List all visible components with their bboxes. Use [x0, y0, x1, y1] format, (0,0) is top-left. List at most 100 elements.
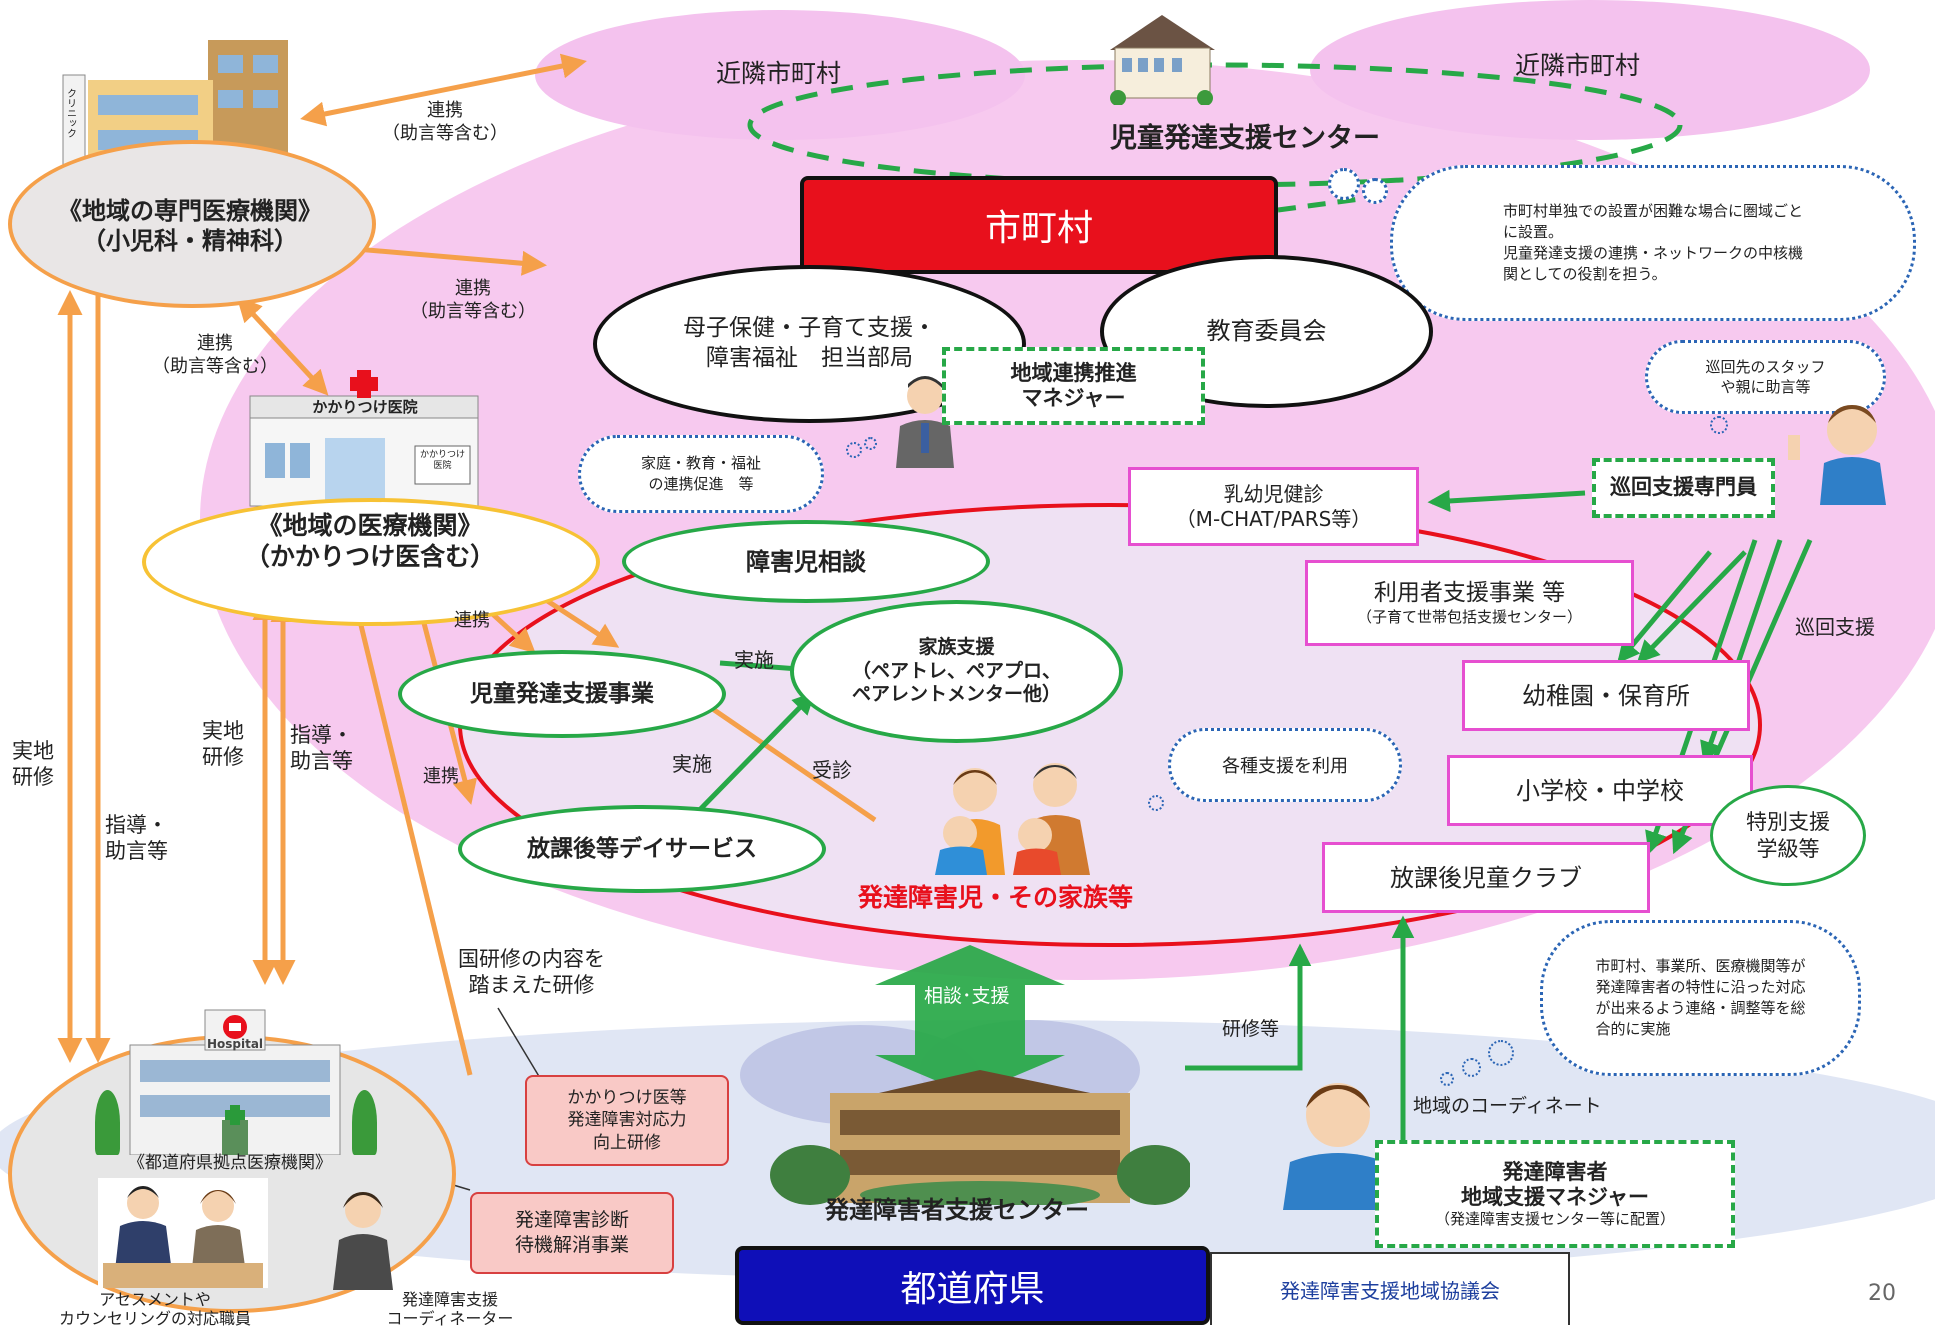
thought-dot: [1488, 1040, 1514, 1066]
various-support-text: 各種支援を利用: [1222, 756, 1348, 777]
link-label-4: 連携: [454, 610, 490, 631]
link-label-1: 連携 （助言等含む）: [382, 100, 508, 144]
council-box: 発達障害支援地域協議会: [1210, 1252, 1570, 1325]
guidance-left-label: 指導・ 助言等: [105, 813, 168, 864]
maternal-dept-label: 母子保健・子育て支援・ 障害福祉 担当部局: [683, 315, 936, 371]
support-center-building-icon: [770, 1065, 1193, 1209]
thought-dot: [1328, 168, 1360, 200]
local-medical-title: 《地域の医療機関》 （かかりつけ医含む）: [244, 511, 496, 572]
thought-bubble-patrol: 巡回先のスタッフ や親に助言等: [1645, 340, 1886, 414]
local-clinic-sign: かかりつけ医院: [312, 398, 418, 416]
thought-bubble-various-support: 各種支援を利用: [1168, 728, 1402, 802]
user-support-label: 利用者支援事業 等: [1373, 580, 1566, 607]
hospital-building-icon: [110, 1005, 360, 1156]
link-label-5: 連携: [423, 766, 459, 787]
impl-label-2: 実施: [672, 752, 712, 776]
center-role-text: 市町村単独での設置が困難な場合に圏域ごと に設置。 児童発達支援の連携・ネットワ…: [1502, 202, 1803, 283]
thought-dot: [846, 442, 862, 458]
thought-dot: [864, 437, 877, 450]
patrol-person-icon: [1780, 395, 1895, 505]
health-check-box: 乳幼児健診 （M-CHAT/PARS等）: [1128, 467, 1419, 546]
family-illustration: [905, 755, 1155, 875]
thought-bubble-center-role: 市町村単独での設置が困難な場合に圏域ごと に設置。 児童発達支援の連携・ネットワ…: [1390, 165, 1916, 321]
manager-person-icon: [888, 368, 963, 468]
user-support-sub: （子育て世帯包括支援センター）: [1356, 608, 1582, 626]
local-medical-ellipse: [142, 498, 600, 626]
user-support-box: 利用者支援事業 等 （子育て世帯包括支援センター）: [1305, 560, 1634, 646]
local-clinic-small-sign: かかりつけ 医院: [419, 450, 466, 472]
family-edu-text: 家庭・教育・福祉 の連携促進 等: [640, 454, 761, 493]
child-dev-service-ellipse: 児童発達支援事業: [398, 650, 726, 738]
consult-support-arrow: [875, 945, 1065, 1095]
pref-medical-title: 《都道府県拠点医療機関》: [128, 1153, 332, 1173]
support-center-title: 発達障害者支援センター: [825, 1196, 1089, 1224]
neighbor-right-label: 近隣市町村: [1515, 51, 1641, 80]
coordinator-label: 発達障害支援 コーディネーター: [386, 1290, 514, 1328]
clinic-sign: クリニック: [64, 88, 76, 138]
thought-dot: [1710, 416, 1728, 434]
target-label: 発達障害児・その家族等: [858, 883, 1134, 912]
consultation-label: 障害児相談: [746, 547, 866, 576]
neighbor-left-label: 近隣市町村: [716, 59, 842, 88]
after-school-club-label: 放課後児童クラブ: [1390, 863, 1582, 892]
guidance-mid-label: 指導・ 助言等: [290, 723, 353, 774]
tree-icon: [95, 1090, 120, 1155]
regional-manager-label: 地域連携推進 マネジャー: [1010, 360, 1137, 410]
prefecture-label: 都道府県: [900, 1268, 1045, 1310]
building-icon: [1100, 10, 1225, 106]
tree-icon: [352, 1090, 377, 1155]
diagnosis-wait-text: 発達障害診断 待機解消事業: [514, 1209, 629, 1256]
thought-bubble-family-edu: 家庭・教育・福祉 の連携促進 等: [578, 435, 824, 513]
regional-manager-box: 地域連携推進 マネジャー: [942, 347, 1205, 425]
thought-bubble-coordination: 市町村、事業所、医療機関等が 発達障害者の特性に沿った対応 が出来るよう連絡・調…: [1540, 920, 1861, 1076]
child-center-title: 児童発達支援センター: [1110, 123, 1380, 154]
family-support-label: 家族支援 （ペアトレ、ペアプロ、 ペアレントメンター他）: [851, 635, 1061, 706]
national-training-label: 国研修の内容を 踏まえた研修: [458, 947, 605, 998]
support-manager-box: 発達障害者 地域支援マネジャー （発達障害支援センター等に配置）: [1375, 1140, 1735, 1248]
after-school-day-label: 放課後等デイサービス: [527, 835, 757, 862]
after-school-club-box: 放課後児童クラブ: [1322, 842, 1650, 913]
neighbor-left-region: [535, 10, 1025, 140]
assessment-staff-label: アセスメントや カウンセリングの対応職員: [58, 1290, 251, 1328]
coordination-text: 市町村、事業所、医療機関等が 発達障害者の特性に沿った対応 が出来るよう連絡・調…: [1595, 957, 1806, 1038]
gp-training-text: かかりつけ医等 発達障害対応力 向上研修: [567, 1088, 687, 1153]
hospital-sign: Hospital: [206, 1037, 264, 1051]
page-number: 20: [1868, 1281, 1896, 1306]
after-school-day-ellipse: 放課後等デイサービス: [458, 805, 826, 893]
thought-dot: [1362, 178, 1388, 204]
coordinator-person-icon: [325, 1180, 400, 1290]
thought-dot: [1148, 795, 1164, 811]
regional-coord-label: 地域のコーディネート: [1413, 1095, 1602, 1117]
consultation-ellipse: 障害児相談: [622, 520, 990, 603]
thought-dot: [1440, 1072, 1454, 1086]
visit-label: 受診: [812, 758, 852, 782]
consult-support-label: 相談･支援: [924, 985, 1010, 1007]
gp-training-callout: かかりつけ医等 発達障害対応力 向上研修: [525, 1075, 729, 1166]
family-support-ellipse: 家族支援 （ペアトレ、ペアプロ、 ペアレントメンター他）: [790, 600, 1123, 743]
training-mid-label: 実地 研修: [202, 719, 244, 770]
kindergarten-box: 幼稚園・保育所: [1462, 660, 1750, 731]
health-check-label: 乳幼児健診 （M-CHAT/PARS等）: [1175, 481, 1372, 531]
thought-dot: [1462, 1058, 1481, 1077]
patrol-label: 巡回支援: [1795, 615, 1875, 639]
specialist-medical-title: 《地域の専門医療機関》 （小児科・精神科）: [58, 197, 322, 255]
special-class-ellipse: 特別支援 学級等: [1710, 785, 1866, 886]
special-class-label: 特別支援 学級等: [1746, 810, 1830, 861]
link-label-2: 連携 （助言等含む）: [410, 278, 536, 322]
patrol-specialist-label: 巡回支援専門員: [1610, 475, 1757, 500]
support-manager-title: 発達障害者 地域支援マネジャー: [1461, 1159, 1649, 1209]
specialist-medical-ellipse: [8, 140, 376, 308]
municipality-label: 市町村: [984, 208, 1093, 249]
neighbor-right-region: [1310, 0, 1870, 140]
impl-label-1: 実施: [734, 648, 774, 672]
staff-illustration: [98, 1178, 268, 1288]
diagnosis-wait-callout: 発達障害診断 待機解消事業: [470, 1192, 674, 1274]
prefecture-box: 都道府県: [735, 1246, 1210, 1325]
local-clinic-icon: [245, 368, 485, 508]
support-manager-person-icon: [1268, 1070, 1408, 1210]
education-board-label: 教育委員会: [1206, 316, 1327, 345]
municipality-box: 市町村: [800, 176, 1278, 274]
link-label-3: 連携 （助言等含む）: [152, 333, 278, 377]
child-dev-service-label: 児童発達支援事業: [470, 680, 654, 707]
school-label: 小学校・中学校: [1516, 776, 1684, 805]
